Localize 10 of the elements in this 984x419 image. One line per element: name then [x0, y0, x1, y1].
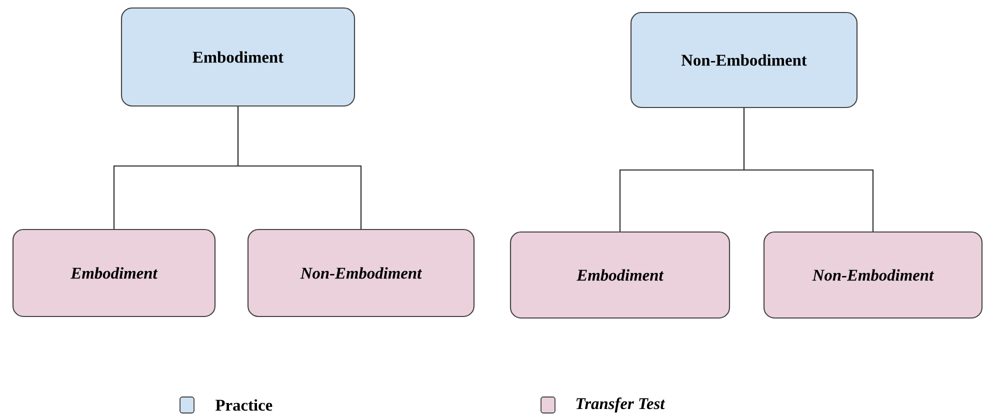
legend-label: Practice	[216, 399, 272, 411]
transfer-test-box: Non-Embodiment	[247, 228, 475, 318]
transfer-test-box: Embodiment	[510, 231, 730, 319]
practice-box: Non-Embodiment	[630, 12, 858, 108]
legend-label: Transfer Test	[576, 397, 666, 412]
connector-line	[743, 108, 874, 232]
practice-box: Embodiment	[120, 7, 356, 107]
transfer-test-box: Non-Embodiment	[763, 231, 983, 319]
connector-line	[237, 106, 362, 229]
transfer-test-box: Embodiment	[12, 228, 216, 318]
